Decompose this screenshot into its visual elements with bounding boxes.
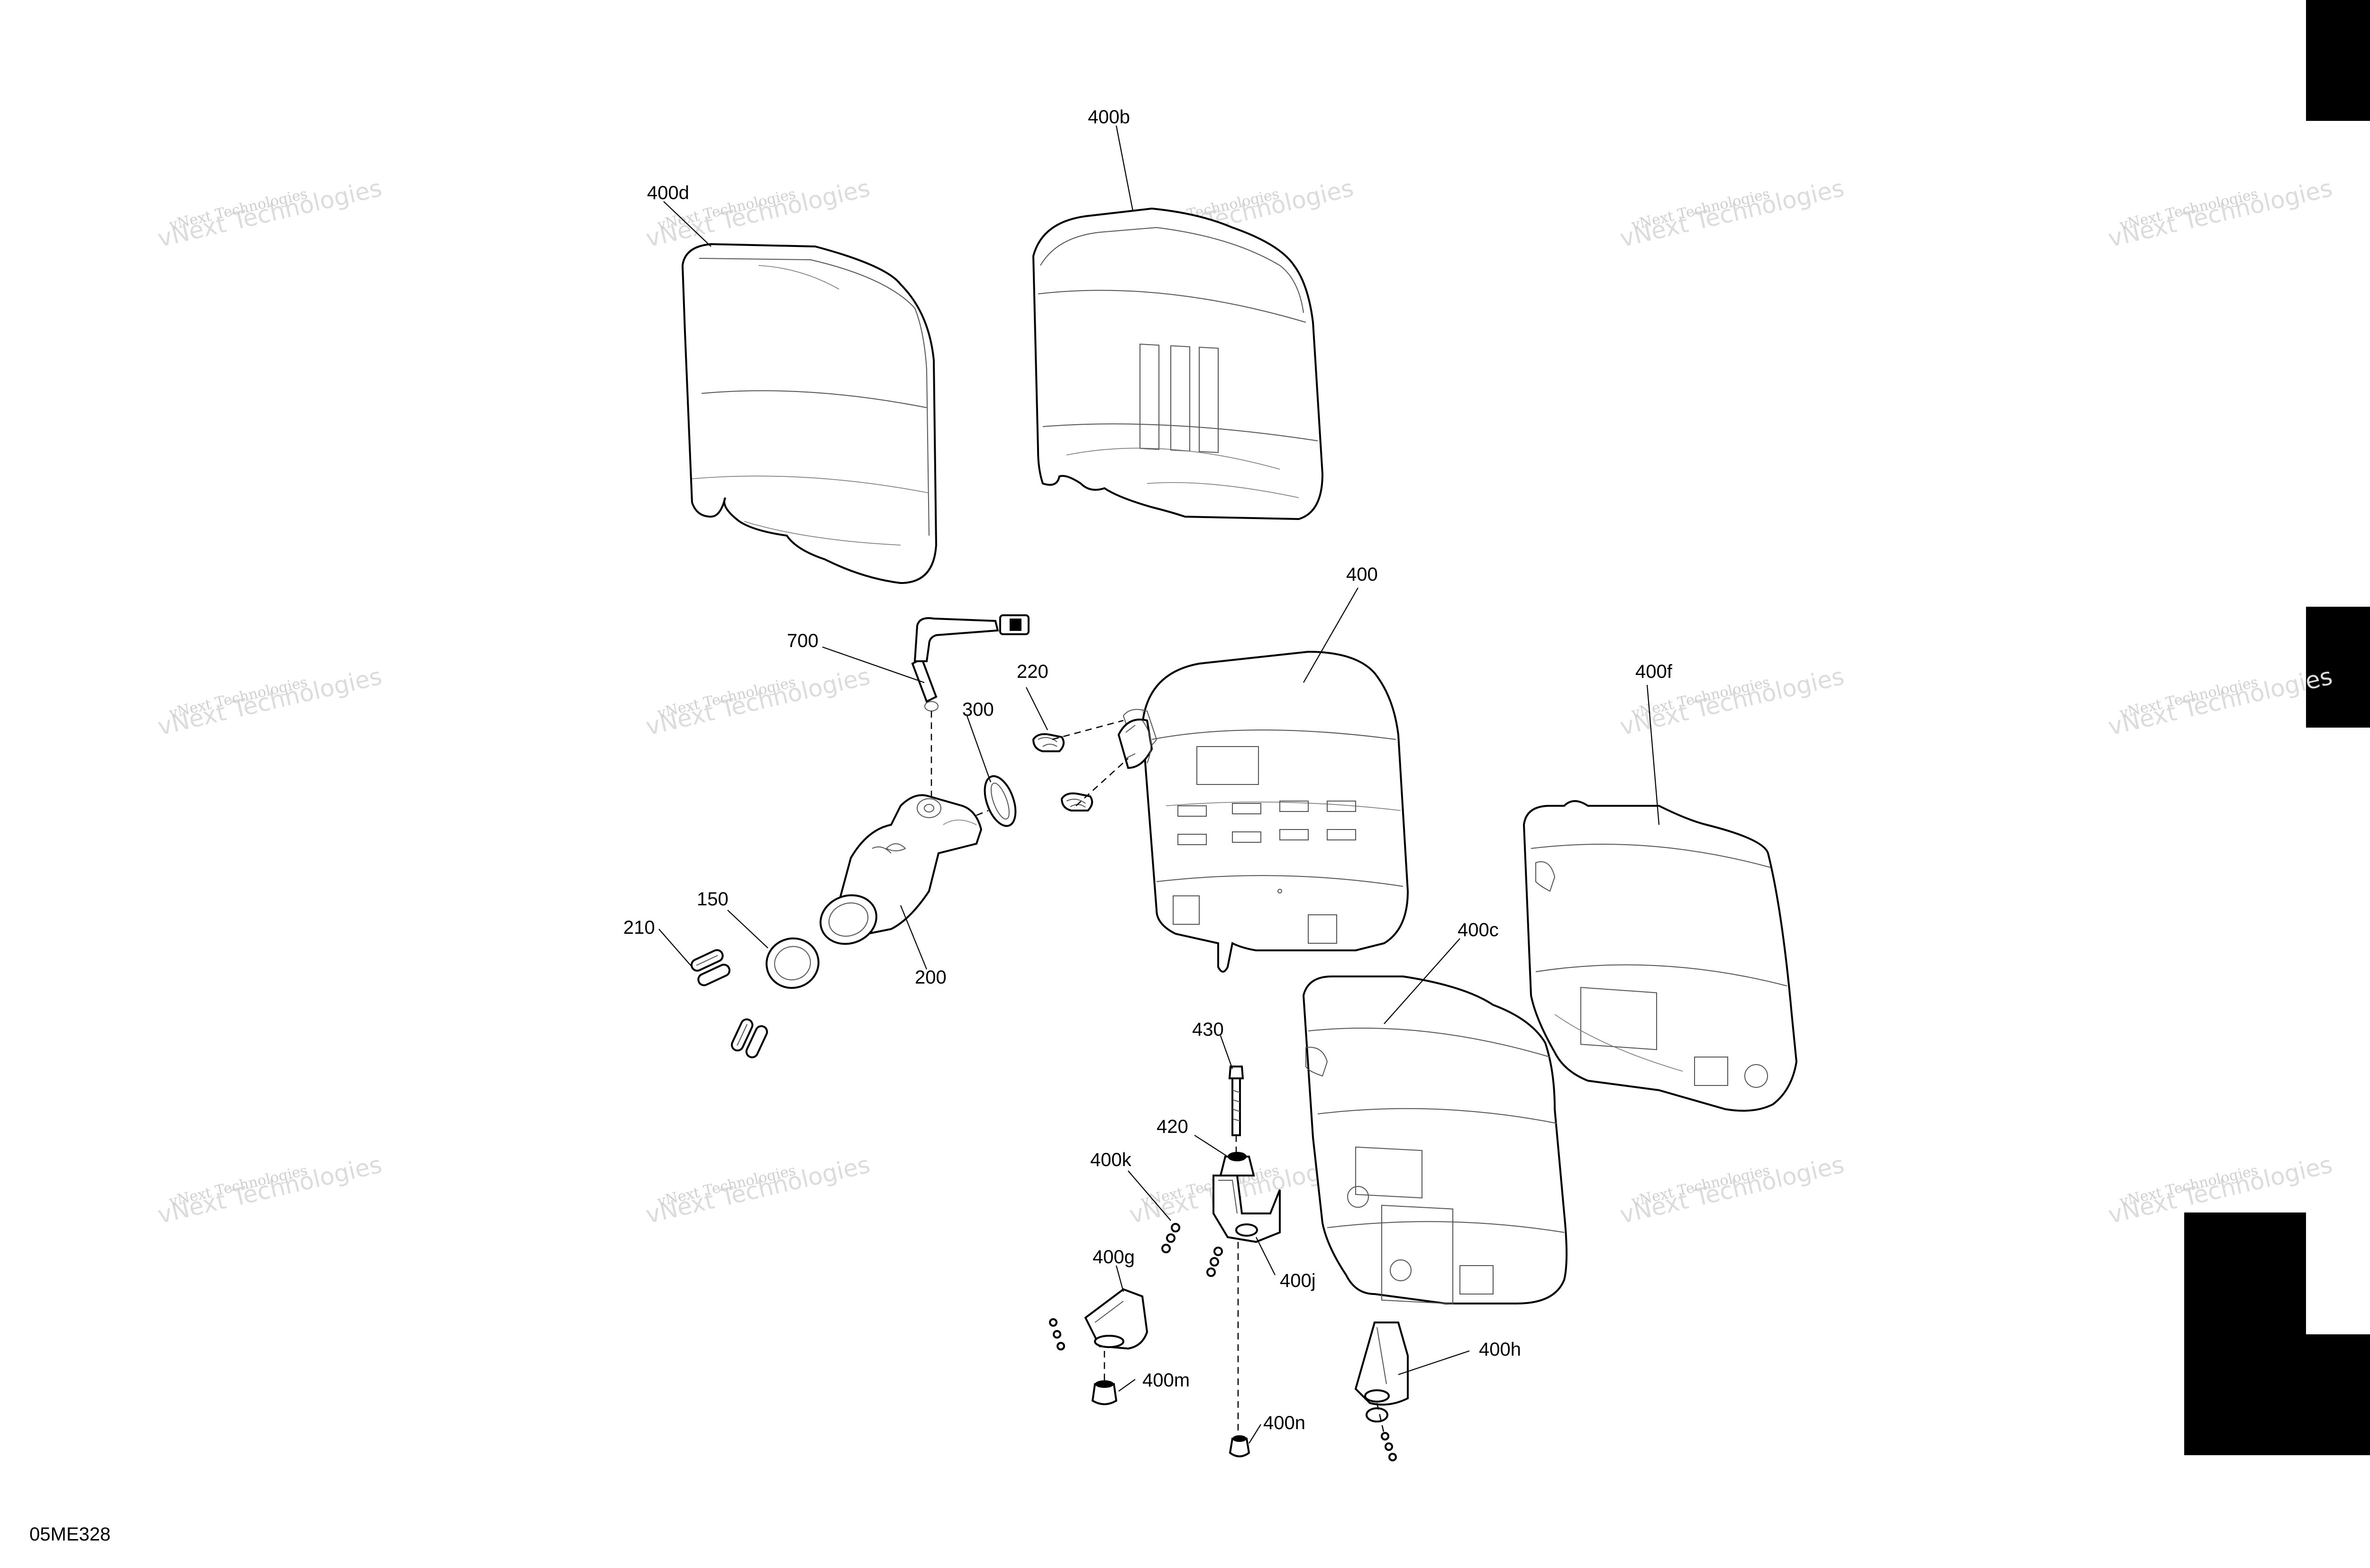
- part-400b-heat-shield: [1032, 207, 1324, 520]
- assembly-lines: [930, 711, 1385, 1436]
- edge-tab-bottom: [2184, 1212, 2370, 1455]
- edge-tab-top: [2306, 0, 2370, 121]
- part-400n-isolator: [1229, 1435, 1250, 1458]
- part-400m-isolator: [1091, 1380, 1118, 1405]
- part-400c-front-cover: [1302, 975, 1568, 1304]
- callout-400: 400: [1346, 564, 1378, 585]
- callout-200: 200: [915, 967, 947, 988]
- callout-210: 210: [623, 917, 655, 938]
- part-400k-nuts: [1161, 1223, 1223, 1277]
- callout-220: 220: [1017, 661, 1048, 682]
- part-400-muffler: [1122, 650, 1409, 973]
- callout-400b: 400b: [1088, 107, 1130, 128]
- callout-430: 430: [1192, 1019, 1224, 1040]
- leader-lines: [658, 125, 1660, 1444]
- callout-700: 700: [787, 630, 819, 651]
- part-430-bolt: [1228, 1066, 1244, 1136]
- callout-400j: 400j: [1280, 1270, 1316, 1291]
- callout-400c: 400c: [1458, 920, 1499, 940]
- callout-420: 420: [1157, 1116, 1188, 1137]
- part-210-spring-clips: [690, 949, 768, 1058]
- callout-400k: 400k: [1090, 1149, 1132, 1170]
- callout-150: 150: [697, 889, 729, 910]
- part-220-springs: [1032, 719, 1153, 811]
- callout-400d: 400d: [647, 182, 689, 203]
- callout-400m: 400m: [1142, 1370, 1190, 1391]
- part-400j-bracket: [1212, 1175, 1281, 1243]
- part-420-grommet: [1219, 1152, 1255, 1176]
- callout-400f: 400f: [1635, 661, 1673, 682]
- part-400d-inner-shell: [681, 243, 938, 584]
- callout-400g: 400g: [1093, 1247, 1135, 1267]
- part-150-clamp-ring: [766, 937, 820, 989]
- part-700-oxygen-sensor: [911, 614, 1030, 711]
- spring-clip: [690, 949, 731, 986]
- figure-code: 05ME328: [29, 1524, 110, 1545]
- part-400h-mount-bracket: [1354, 1322, 1409, 1461]
- callout-labels: 400b 400d 400 700 220 300 400f 150 210 2…: [623, 107, 1673, 1433]
- part-400f-rear-cover: [1522, 800, 1798, 1112]
- part-400g-mount-bracket: [1049, 1288, 1149, 1350]
- edge-tab-middle: [2306, 607, 2370, 728]
- spring-clip: [730, 1018, 768, 1058]
- callout-400n: 400n: [1263, 1413, 1305, 1433]
- part-200-inlet-pipe: [820, 794, 983, 945]
- callout-400h: 400h: [1479, 1339, 1521, 1360]
- part-300-gasket: [984, 775, 1017, 827]
- edge-tabs: [2184, 0, 2370, 1455]
- callout-300: 300: [962, 699, 994, 720]
